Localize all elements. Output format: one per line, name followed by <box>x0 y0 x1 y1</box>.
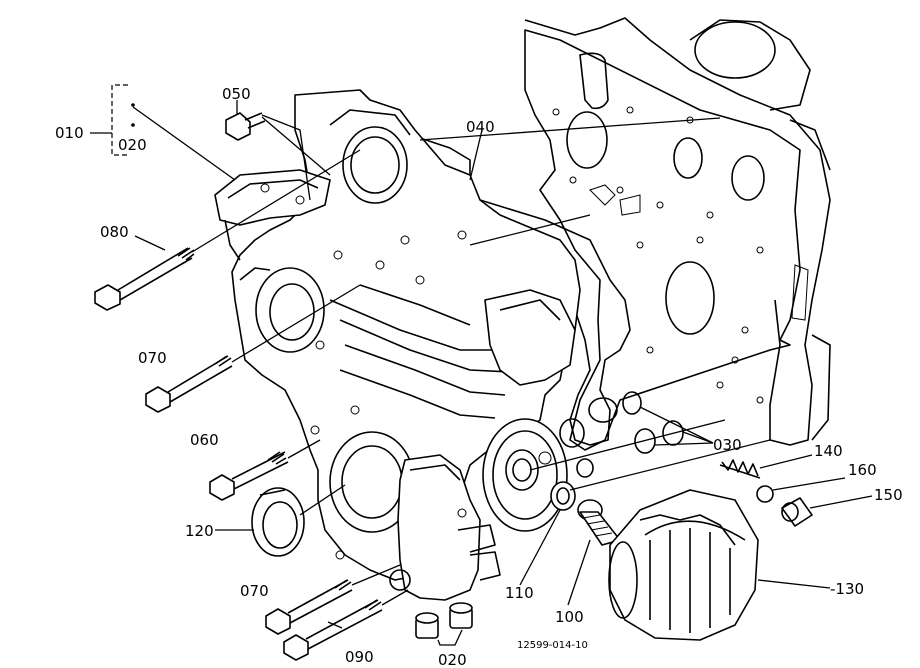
bolt-070-upper <box>145 355 233 413</box>
spring-140 <box>719 459 761 479</box>
bolt-080 <box>94 247 195 311</box>
valve-150 <box>781 497 813 527</box>
bolt-050 <box>225 112 266 141</box>
callout-080: 080 <box>100 223 129 241</box>
callout-070-upper: 070 <box>138 349 167 367</box>
callout-120: 120 <box>185 522 214 540</box>
figure-code: 12599-014-10 <box>517 640 588 651</box>
callout-050: 050 <box>222 85 251 103</box>
plugs-020 <box>415 602 473 639</box>
callout-020-bottom: 020 <box>438 651 467 668</box>
leader-lines <box>90 84 873 646</box>
engine-block <box>524 17 831 451</box>
bolt-090 <box>283 599 383 661</box>
oil-seal-120 <box>251 487 305 557</box>
callout-020-top: 020 <box>118 136 147 154</box>
callout-140: 140 <box>814 442 843 460</box>
nipple-100 <box>577 499 621 546</box>
callout-010: 010 <box>55 124 84 142</box>
oil-filter-130 <box>608 489 759 641</box>
callout-040: 040 <box>466 118 495 136</box>
callout-070-lower: 070 <box>240 582 269 600</box>
callout-060: 060 <box>190 431 219 449</box>
callout-150: 150 <box>874 486 903 504</box>
callout-130: -130 <box>830 580 864 598</box>
callout-100: 100 <box>555 608 584 626</box>
gasket-110 <box>550 481 576 511</box>
bolt-070-lower <box>265 579 353 635</box>
callout-160: 160 <box>848 461 877 479</box>
callout-labels: 010 020 050 040 080 070 060 120 070 090 … <box>55 85 903 668</box>
gear-case <box>214 89 594 601</box>
bolt-060 <box>209 451 289 501</box>
callout-030: 030 <box>713 436 742 454</box>
callout-110: 110 <box>505 584 534 602</box>
callout-090: 090 <box>345 648 374 666</box>
o-rings-030 <box>622 391 684 454</box>
ball-160 <box>756 485 774 503</box>
